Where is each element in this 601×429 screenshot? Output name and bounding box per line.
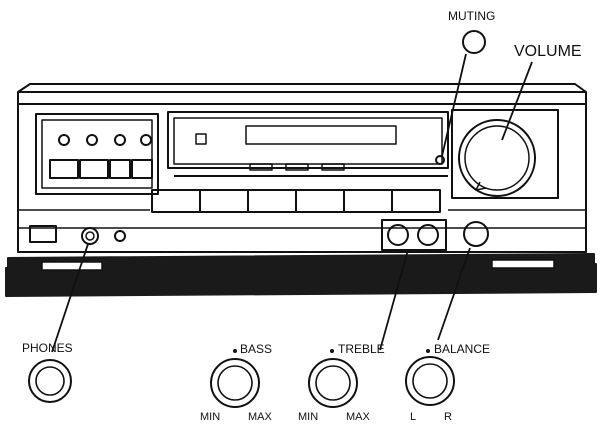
volume-label: VOLUME <box>514 43 582 60</box>
bass-min-label: MIN <box>200 411 220 423</box>
treble-knob-small[interactable] <box>417 224 439 246</box>
front-panel-controls <box>29 219 489 251</box>
treble-min-label: MIN <box>298 411 318 423</box>
function-button-6[interactable] <box>391 189 441 213</box>
volume-knob[interactable] <box>458 119 536 197</box>
phones-jack[interactable] <box>81 227 99 245</box>
bass-max-label: MAX <box>248 411 273 423</box>
volume-panel <box>435 109 559 199</box>
balance-leader-line <box>437 247 471 341</box>
indicator-button-4[interactable] <box>140 134 152 146</box>
treble-knob-detail[interactable] <box>308 349 358 408</box>
indicator-button-2[interactable] <box>86 134 98 146</box>
preset-button-2[interactable] <box>79 159 109 179</box>
treble-label: TREBLE <box>338 342 385 356</box>
phones-label: PHONES <box>22 341 73 355</box>
left-button-panel <box>35 113 159 195</box>
treble-max-label: MAX <box>346 411 371 423</box>
indicator-button-3[interactable] <box>114 134 126 146</box>
function-button-row <box>151 189 441 213</box>
balance-label: BALANCE <box>434 342 490 356</box>
muting-indicator <box>435 155 445 165</box>
balance-left-label: L <box>410 411 416 423</box>
indicator-button-1[interactable] <box>58 134 70 146</box>
bass-label: BASS <box>240 342 272 356</box>
preset-button-4[interactable] <box>131 159 153 179</box>
volume-leader-line <box>501 61 533 141</box>
display-panel <box>167 111 449 177</box>
phones-jack-detail <box>28 359 72 403</box>
balance-knob-detail[interactable] <box>405 349 455 406</box>
preset-button-1[interactable] <box>49 159 79 179</box>
treble-leader-line <box>379 249 409 351</box>
muting-leader-line <box>441 53 467 157</box>
muting-button[interactable] <box>462 30 486 54</box>
display-readout <box>245 125 397 145</box>
balance-right-label: R <box>444 411 452 423</box>
muting-label: MUTING <box>448 9 495 23</box>
phones-leader-line <box>51 243 89 353</box>
display-indicator <box>195 133 207 145</box>
preset-button-3[interactable] <box>109 159 131 179</box>
bass-knob-detail[interactable] <box>210 349 260 408</box>
bass-knob-small[interactable] <box>387 224 409 246</box>
power-button[interactable] <box>29 225 57 243</box>
small-button[interactable] <box>114 230 126 242</box>
balance-knob-small[interactable] <box>463 221 489 247</box>
